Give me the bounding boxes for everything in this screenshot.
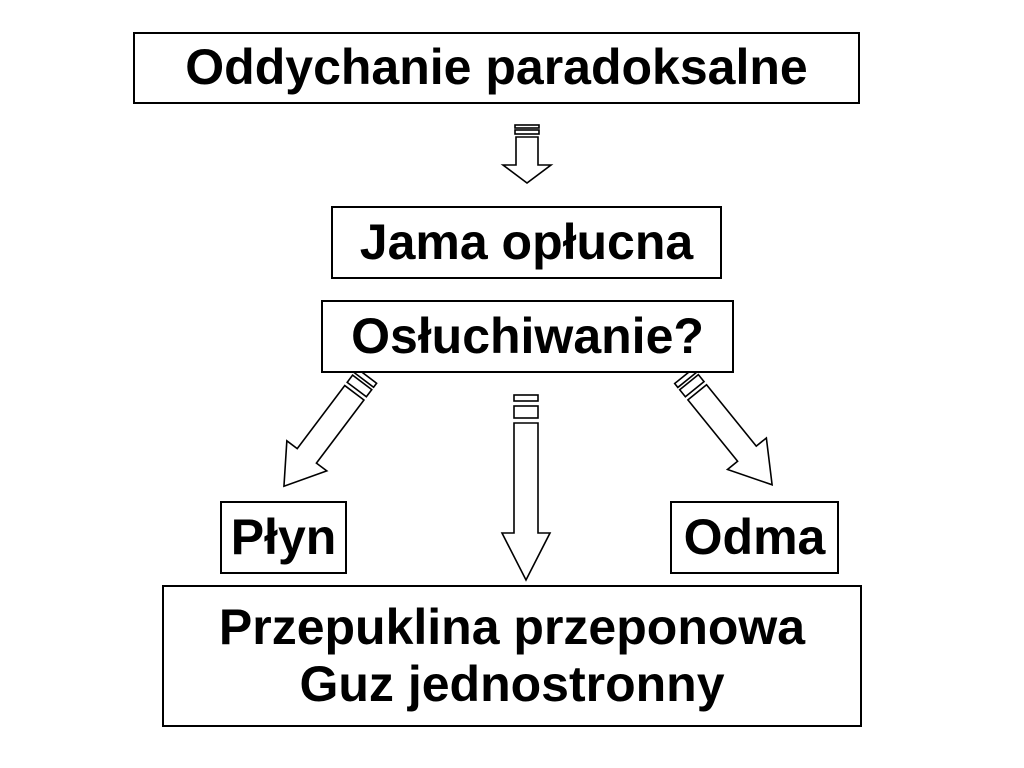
hernia-text: Przepuklina przeponowa	[218, 598, 806, 655]
arrow-down-center	[500, 394, 552, 582]
title-box: Oddychanie paradoksalne	[133, 32, 860, 104]
tumor-text: Guz jednostronny	[299, 656, 725, 712]
arrow-down-left	[283, 367, 378, 488]
auscultation-text: Osłuchiwanie?	[351, 307, 704, 364]
pneumothorax-text: Odma	[683, 508, 826, 565]
pleural-cavity-box: Jama opłucna	[331, 206, 722, 279]
pleural-cavity-text: Jama opłucna	[359, 213, 694, 270]
title-text: Oddychanie paradoksalne	[185, 39, 808, 96]
fluid-text: Płyn	[230, 508, 337, 565]
pneumothorax-box: Odma	[670, 501, 839, 574]
center-outcome-box: Przepuklina przeponowa Guz jednostronny	[162, 585, 862, 727]
auscultation-box: Osłuchiwanie?	[321, 300, 734, 373]
arrow-down-right	[673, 367, 774, 486]
arrow-down-top	[502, 124, 552, 184]
fluid-box: Płyn	[220, 501, 347, 574]
